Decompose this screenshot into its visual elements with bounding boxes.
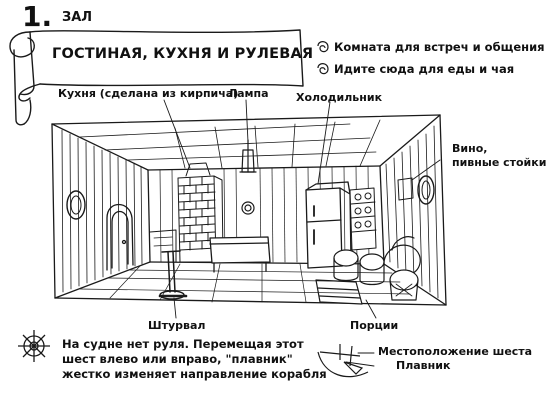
left-wall-planks: [61, 129, 143, 293]
label-helm: Штурвал: [148, 319, 206, 332]
ship-wheel-icon: [18, 330, 50, 362]
label-wine: Вино,: [452, 142, 488, 155]
portions-pile: [315, 236, 421, 305]
floor-boards: [79, 263, 411, 303]
ceiling-lines: [79, 119, 381, 169]
title-scroll: [9, 29, 304, 126]
wine-racks: [349, 187, 377, 251]
helm-description-line-1: На судне нет руля. Перемещая этот: [62, 337, 304, 351]
right-wall-planks: [385, 125, 439, 299]
section-name: ЗАЛ: [62, 10, 93, 25]
label-pole-location: Местоположение шеста: [378, 345, 533, 358]
helm-description-line-3: жестко изменяет направление корабля: [62, 367, 327, 381]
hanging-lamp: [239, 139, 257, 215]
helm-description-line-2: шест влево или вправо, "плавник": [62, 352, 293, 366]
boat-diagram-icon: [317, 344, 369, 378]
spiral-bullet-icon: [317, 41, 329, 53]
page-title: ГОСТИНАЯ, КУХНЯ И РУЛЕВАЯ: [52, 46, 314, 62]
fridge: [305, 181, 352, 269]
label-portions: Порции: [350, 319, 399, 332]
brick-kitchen: [177, 162, 224, 263]
label-lamp: Лампа: [228, 87, 269, 100]
leader-lines: [163, 99, 441, 367]
spiral-bullet-icon: [317, 63, 329, 75]
label-kitchen: Кухня (сделана из кирпича): [58, 87, 239, 100]
left-door: [106, 203, 134, 271]
label-beer-racks: пивные стойки: [452, 156, 547, 169]
label-fridge: Холодильник: [296, 91, 383, 104]
label-fin: Плавник: [396, 359, 451, 372]
note-food-tea: Идите сюда для еды и чая: [334, 62, 515, 76]
helm-pole: [158, 250, 188, 300]
section-number: 1.: [22, 0, 53, 33]
table: [209, 236, 271, 273]
note-meeting-room: Комната для встреч и общения: [334, 40, 545, 54]
